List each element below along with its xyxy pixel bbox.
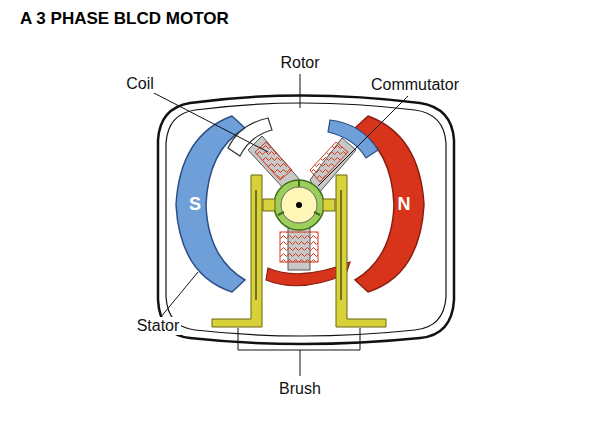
part-label: Commutator [369, 76, 461, 94]
shaft [281, 187, 317, 223]
current-arrows [256, 190, 341, 300]
pole-label: N [398, 195, 411, 215]
shaft-center [296, 202, 302, 208]
commutator-ring [274, 180, 324, 230]
part-label: Rotor [278, 54, 321, 72]
housing-inner [166, 103, 446, 336]
part-label: Brush [277, 380, 323, 398]
leader-lines [152, 74, 408, 376]
housing [158, 96, 454, 345]
part-label: Coil [124, 75, 156, 93]
diagram-title: A 3 PHASE BLCD MOTOR [20, 10, 229, 29]
pole-label: S [189, 195, 201, 215]
brushes [212, 175, 386, 327]
part-label: Stator [135, 317, 182, 335]
